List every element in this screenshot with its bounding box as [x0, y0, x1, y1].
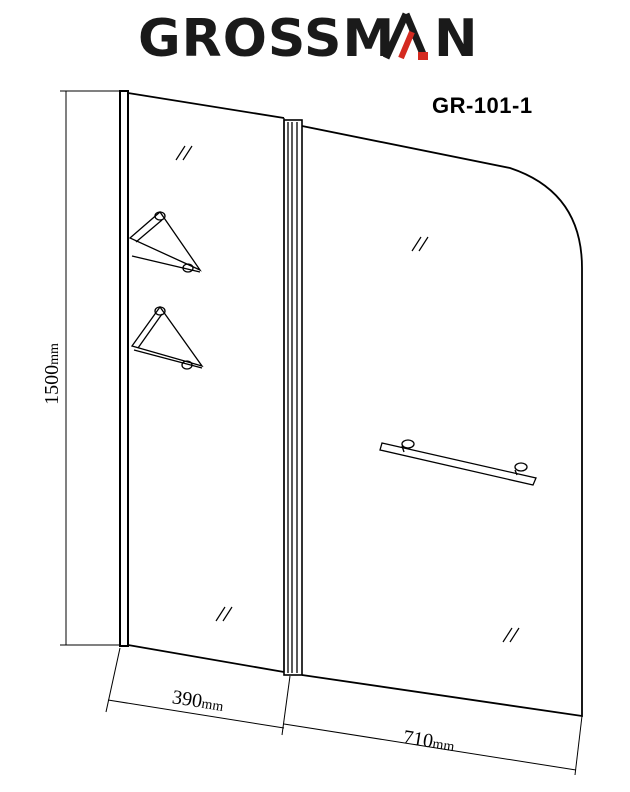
towel-bar: [379, 439, 537, 486]
fixed-panel: [119, 90, 285, 673]
height-dimension-lines: [60, 90, 120, 646]
swing-panel: [301, 125, 583, 718]
fixed-width-label: 390mm: [171, 686, 226, 716]
model-number: GR-101-1: [432, 93, 533, 118]
glass-shelf-lower: [130, 305, 204, 370]
glass-shelf-upper: [128, 211, 202, 273]
height-label: 1500mm: [41, 343, 63, 405]
brand-name-part2: N: [434, 9, 478, 66]
glass-reflection-marks: [175, 145, 520, 643]
brand-logo-a-icon: [382, 12, 428, 60]
width-dimension-lines: [105, 647, 583, 776]
hinge-profile: [283, 119, 303, 676]
brand-name-part1: GROSSM: [138, 9, 395, 66]
swing-width-label: 710mm: [402, 726, 457, 756]
brand-logo: GROSSM N: [138, 9, 478, 66]
